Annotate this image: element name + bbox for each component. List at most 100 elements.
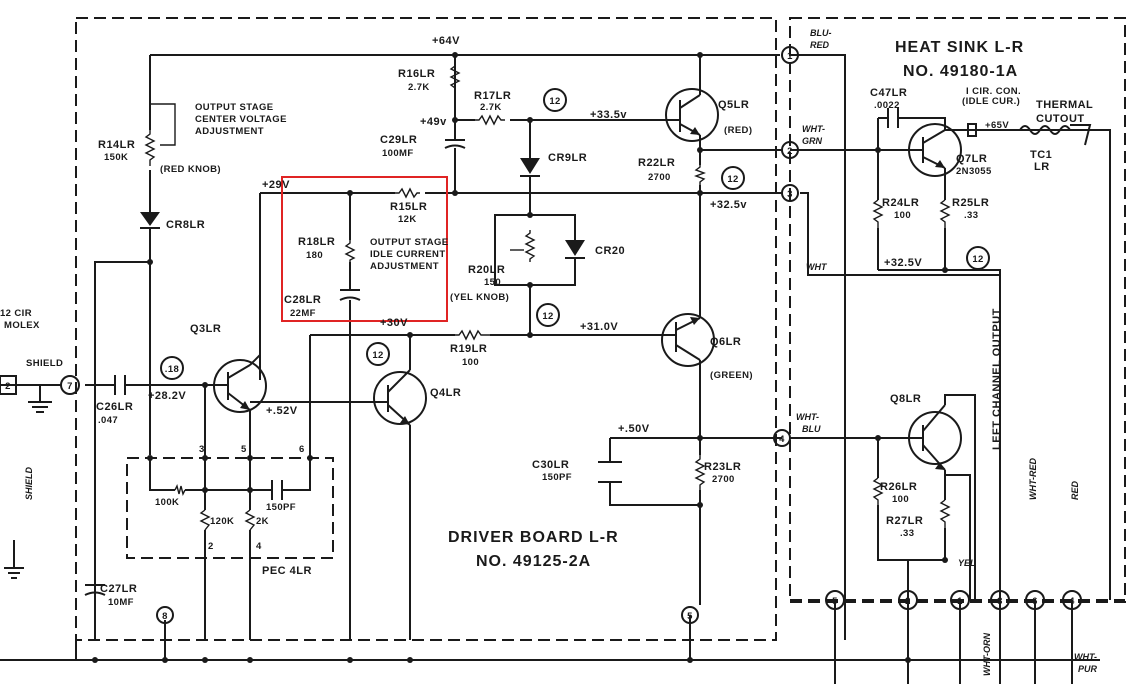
idle-con-2: (IDLE CUR.) — [962, 96, 1020, 107]
q7-value: 2N3055 — [956, 166, 992, 177]
cr8-diode — [140, 212, 160, 229]
r100k-resistor — [174, 483, 186, 497]
shield-vertical-label: SHIELD — [24, 466, 34, 500]
driver-board-title-1: DRIVER BOARD L-R — [448, 529, 619, 546]
r25-resistor — [939, 199, 951, 228]
wire-blu-red-2: RED — [810, 40, 830, 50]
bus-2-label: 2 — [905, 596, 911, 607]
r26-value: 100 — [892, 494, 909, 505]
conn-1-label: 1 — [787, 51, 793, 62]
r17-value: 2.7K — [480, 102, 502, 113]
q5-transistor — [665, 88, 719, 142]
conn-7-label: 7 — [67, 381, 73, 392]
c150pf-capacitor — [271, 480, 283, 500]
q4-label: Q4LR — [430, 387, 461, 399]
q3-label: Q3LR — [190, 323, 221, 335]
r2k-label: 2K — [256, 516, 269, 527]
v52-label: +.52V — [266, 405, 298, 417]
r23-resistor — [694, 455, 706, 490]
bus-6-label: 6 — [1032, 596, 1038, 607]
cr9-label: CR9LR — [548, 152, 587, 164]
conn-3-label: 3 — [787, 189, 793, 200]
ground-symbol — [4, 385, 52, 579]
r16-resistor — [449, 62, 461, 92]
cr20-diode — [565, 240, 585, 259]
pec-pin-5: 5 — [241, 444, 247, 455]
driver-board-title-2: NO. 49125-2A — [476, 553, 591, 570]
connector-markers: 1 2 3 4 5 8 7 2 5 2 1 3 6 4 — [0, 46, 1082, 624]
center-adjust-line3: ADJUSTMENT — [195, 126, 264, 137]
r17-resistor — [475, 114, 505, 126]
r23-label: R23LR — [704, 461, 741, 473]
q8-transistor — [908, 404, 962, 471]
r24-value: 100 — [894, 210, 911, 221]
bus-1-label: 1 — [957, 596, 963, 607]
molex-label-2: MOLEX — [4, 320, 40, 331]
driver-board-outline — [75, 17, 777, 641]
c27-value: 10MF — [108, 597, 134, 608]
c26-value: .047 — [98, 415, 118, 426]
r25-value: .33 — [964, 210, 978, 221]
v50-label: +.50V — [618, 423, 650, 435]
v30-label: +30V — [380, 317, 408, 329]
c30-value: 150PF — [542, 472, 572, 483]
conn-8-label: 8 — [162, 611, 168, 622]
r20-label: R20LR — [468, 264, 505, 276]
pec-module-outline — [126, 457, 334, 559]
tc1-label: TC1 — [1030, 149, 1052, 161]
r16-label: R16LR — [398, 68, 435, 80]
r22-label: R22LR — [638, 157, 675, 169]
q6-color: (GREEN) — [710, 370, 753, 381]
r19-resistor — [455, 329, 490, 341]
c29-label: C29LR — [380, 134, 417, 146]
wire-wht-pur-2: PUR — [1078, 664, 1098, 674]
cr8-label: CR8LR — [166, 219, 205, 231]
svg-text:12: 12 — [542, 311, 553, 322]
q8-label: Q8LR — [890, 393, 921, 405]
v310-label: +31.0V — [580, 321, 618, 333]
c47-capacitor — [887, 108, 899, 128]
v49-label: +49v — [420, 116, 447, 128]
svg-text:12: 12 — [372, 350, 383, 361]
r25-label: R25LR — [952, 197, 989, 209]
r100k-label: 100K — [155, 497, 179, 508]
idle-adjust-line2: IDLE CURRENT — [370, 249, 446, 260]
r18-value: 180 — [306, 250, 323, 261]
r22-resistor — [694, 165, 706, 185]
c26-label: C26LR — [96, 401, 133, 413]
thermal-cutout-symbol — [1019, 125, 1071, 135]
junction-dots — [92, 52, 948, 663]
tc1-label-2: LR — [1034, 161, 1050, 173]
wire-wht-red: WHT-RED — [1028, 458, 1038, 500]
conn-5-label: 5 — [687, 611, 693, 622]
c28-capacitor — [339, 289, 361, 312]
heat-sink-outline — [789, 17, 1126, 603]
molex-label-1: 12 CIR — [0, 308, 32, 319]
v335-label: +33.5v — [590, 109, 627, 121]
r19-value: 100 — [462, 357, 479, 368]
idle-current-highlight-box — [281, 176, 448, 322]
test-points: 12 12 12 12 12 .18 — [160, 88, 990, 380]
r27-value: .33 — [900, 528, 914, 539]
idle-connector — [967, 123, 977, 137]
r17-label: R17LR — [474, 90, 511, 102]
wire-wht-blu-1: WHT- — [796, 412, 819, 422]
idle-adjust-line1: OUTPUT STAGE — [370, 237, 449, 248]
bus-4-label: 4 — [1069, 596, 1075, 607]
q6-label: Q6LR — [710, 336, 741, 348]
svg-text:12: 12 — [972, 254, 983, 265]
bus-3-label: 3 — [997, 596, 1003, 607]
v65-label: +65V — [985, 120, 1009, 131]
v29-label: +29V — [262, 179, 290, 191]
r27-label: R27LR — [886, 515, 923, 527]
v325-label-heatsink: +32.5V — [884, 257, 922, 269]
c28-value: 22MF — [290, 308, 316, 319]
r26-label: R26LR — [880, 481, 917, 493]
c47-value: .0022 — [874, 100, 900, 111]
molex-pin-2-label: 2 — [5, 381, 11, 392]
svg-text:12: 12 — [549, 96, 560, 107]
pec-pin-3: 3 — [199, 444, 205, 455]
wire-wht: WHT — [806, 262, 828, 272]
r27-resistor — [939, 499, 951, 528]
